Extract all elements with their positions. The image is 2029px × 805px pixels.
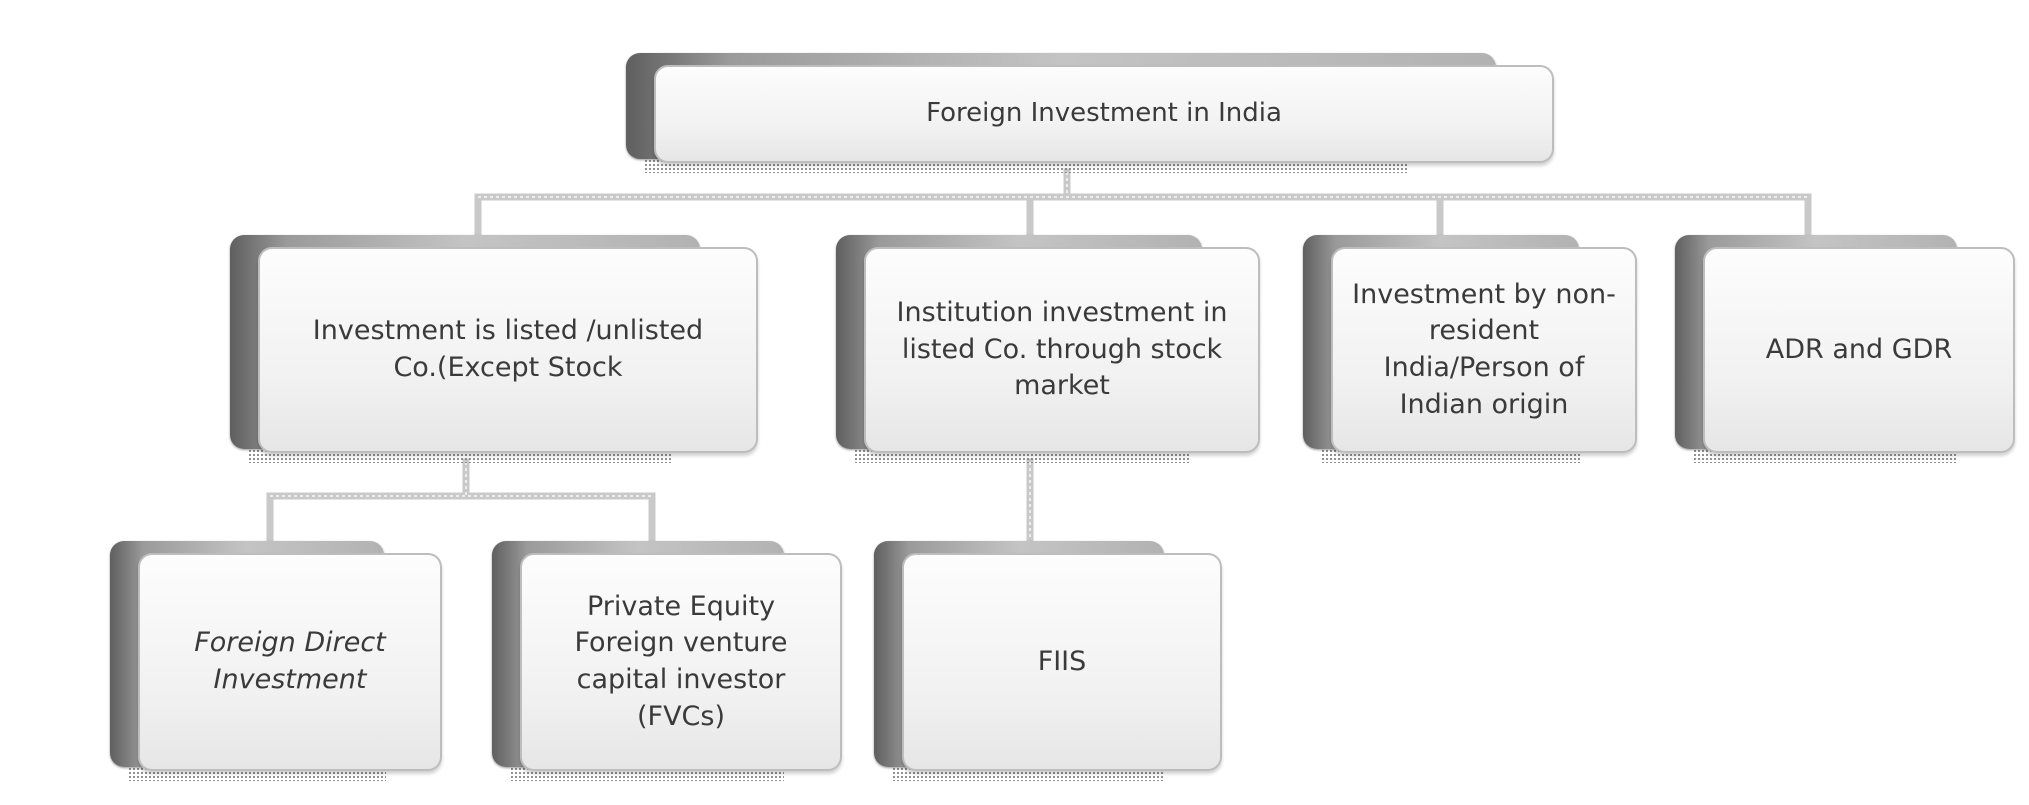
- node-front-panel: Foreign Direct Investment: [138, 553, 442, 771]
- node-front-panel: Private Equity Foreign venture capital i…: [520, 553, 842, 771]
- node-front-panel: FIIS: [902, 553, 1222, 771]
- node-front-panel: Institution investment in listed Co. thr…: [864, 247, 1260, 453]
- node-front-panel: ADR and GDR: [1703, 247, 2015, 453]
- node-label: Private Equity Foreign venture capital i…: [574, 590, 788, 732]
- node-label: Investment is listed /unlisted Co.(Excep…: [312, 315, 704, 383]
- node-label: Institution investment in listed Co. thr…: [896, 296, 1228, 402]
- node-label: ADR and GDR: [1765, 333, 1953, 365]
- node-institution-investment: Institution investment in listed Co. thr…: [836, 235, 1260, 463]
- node-root: Foreign Investment in India: [626, 53, 1554, 173]
- node-front-panel: Investment is listed /unlisted Co.(Excep…: [258, 247, 758, 453]
- node-listed-unlisted: Investment is listed /unlisted Co.(Excep…: [230, 235, 758, 463]
- node-non-resident: Investment by non- resident India/Person…: [1303, 235, 1637, 463]
- node-fiis: FIIS: [874, 541, 1222, 781]
- node-label: Foreign Investment in India: [926, 98, 1282, 129]
- node-private-equity: Private Equity Foreign venture capital i…: [492, 541, 842, 781]
- node-adr-gdr: ADR and GDR: [1675, 235, 2015, 463]
- node-label: Investment by non- resident India/Person…: [1352, 278, 1616, 420]
- node-label: Foreign Direct Investment: [194, 627, 386, 695]
- node-label: FIIS: [1037, 645, 1087, 677]
- node-front-panel: Investment by non- resident India/Person…: [1331, 247, 1637, 453]
- node-foreign-direct-investment: Foreign Direct Investment: [110, 541, 442, 781]
- node-front-panel: Foreign Investment in India: [654, 65, 1554, 163]
